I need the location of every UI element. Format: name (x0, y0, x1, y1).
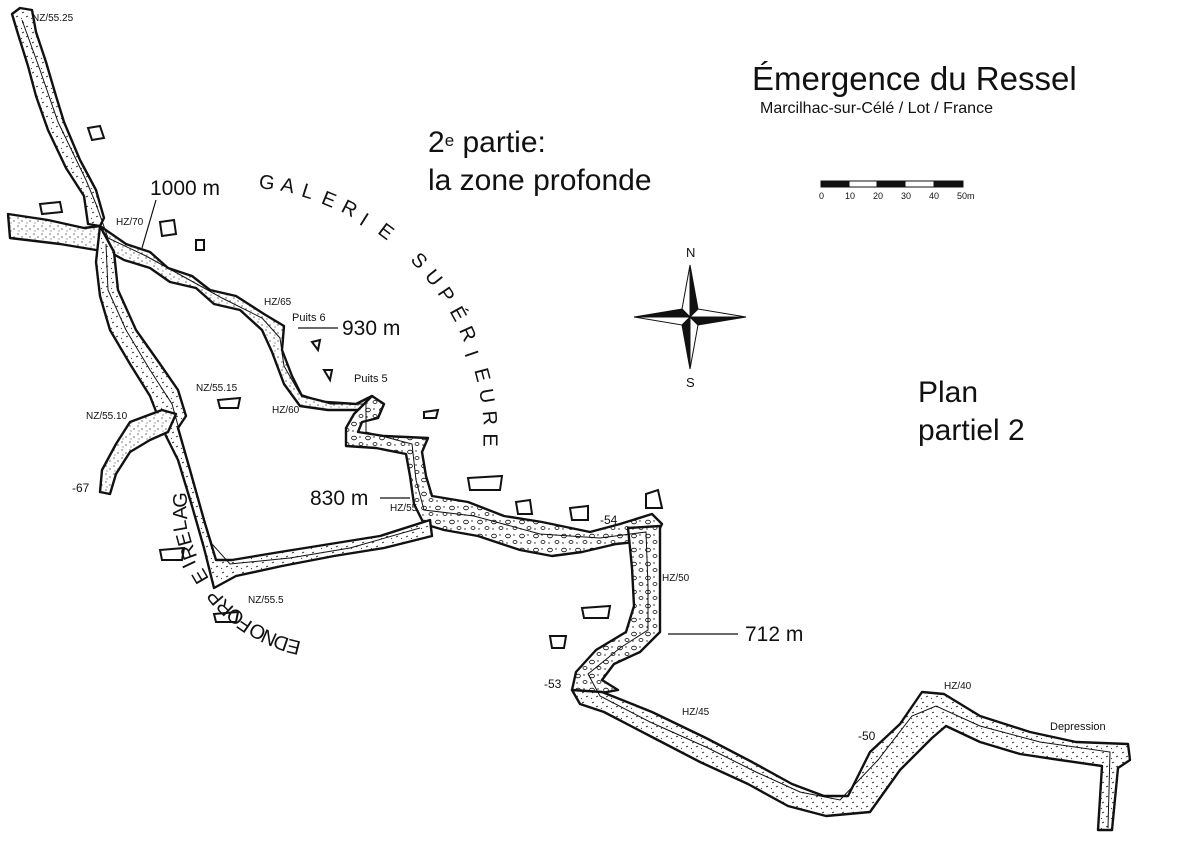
distance-leaders (141, 199, 738, 635)
scale-label-40: 40 (929, 191, 940, 201)
plan-line2: partiel 2 (918, 414, 1025, 447)
scale-label-0: 0 (819, 191, 825, 201)
passage-entrance (10, 6, 106, 228)
part-number: 2 (428, 126, 445, 159)
map-subtitle: Marcilhac-sur-Célé / Lot / France (760, 100, 993, 117)
station-hz50: HZ/50 (662, 573, 690, 584)
scale-label-30: 30 (901, 191, 912, 201)
passage-lower-section (570, 688, 1132, 832)
distance-712m: 712 m (745, 623, 804, 646)
part-word: partie: (454, 126, 546, 159)
station-nz5525: NZ/55.25 (32, 13, 74, 24)
survey-line (21, 19, 1111, 829)
plan-line1: Plan (918, 376, 979, 409)
station-hz70: HZ/70 (116, 217, 144, 228)
depth-minus-53: -53 (544, 677, 562, 691)
boulder-outlines (38, 124, 664, 649)
station-hz45: HZ/45 (682, 707, 710, 718)
station-nz5510: NZ/55.10 (86, 411, 128, 422)
part-superscript: e (444, 131, 455, 150)
depth-minus-54: -54 (600, 513, 618, 527)
station-hz55: HZ/55 (390, 503, 418, 514)
galerie-superieure-letter: E (478, 433, 501, 447)
part-zone: la zone profonde (428, 164, 652, 197)
galerie-superieure-letter: R (477, 409, 501, 427)
station-nz5515: NZ/55.15 (196, 383, 238, 394)
station-nz555: NZ/55.5 (248, 595, 284, 606)
distance-1000m: 1000 m (150, 177, 221, 200)
part-heading: 2e partie: la zone profonde (428, 124, 652, 200)
passage-branch-67 (98, 408, 178, 496)
compass-rose (633, 264, 747, 370)
map-title: Émergence du Ressel (752, 60, 1077, 97)
station-hz65: HZ/65 (264, 297, 292, 308)
station-puits5: Puits 5 (354, 373, 388, 385)
passage-pebble-section (344, 394, 664, 558)
scale-bar (820, 180, 964, 188)
distance-830m: 830 m (310, 487, 369, 510)
distance-930m: 930 m (342, 317, 401, 340)
scale-label-20: 20 (873, 191, 884, 201)
station-depression: Depression (1050, 721, 1106, 733)
station-hz40: HZ/40 (944, 681, 972, 692)
station-puits6: Puits 6 (292, 312, 326, 324)
galerie-superieure-letter: G (257, 170, 277, 195)
passage-galerie-profonde (94, 224, 434, 590)
passage-hz50-shaft (570, 524, 662, 696)
scale-label-10: 10 (845, 191, 856, 201)
plan-label: Plan partiel 2 (918, 374, 1025, 450)
scale-label-50m: 50m (957, 191, 975, 201)
compass-south: S (686, 375, 695, 390)
depth-minus-67: -67 (72, 481, 90, 495)
compass-north: N (686, 245, 696, 260)
depth-minus-50: -50 (858, 729, 876, 743)
station-hz60: HZ/60 (272, 405, 300, 416)
